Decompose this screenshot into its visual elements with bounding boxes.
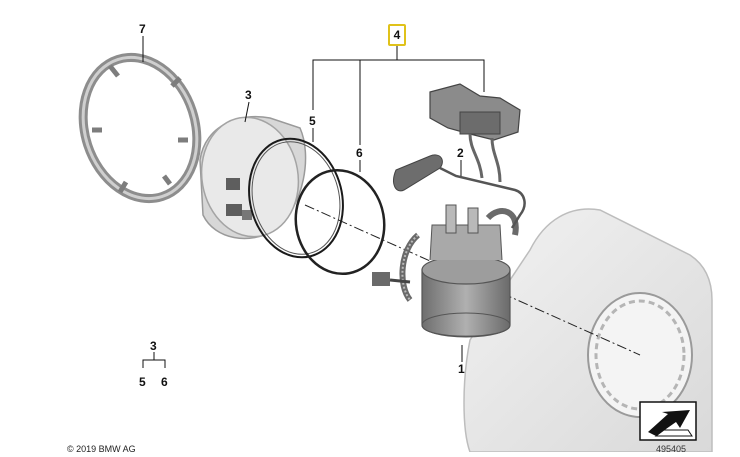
- diagram-id: 495405: [656, 444, 687, 454]
- label-part-6: 6: [356, 146, 363, 160]
- legend-child-label-a: 5: [139, 375, 146, 389]
- fuel-pump-part-1: [372, 204, 519, 338]
- label-part-1: 1: [458, 362, 465, 376]
- legend-child-label-b: 6: [161, 375, 168, 389]
- label-part-5: 5: [309, 114, 316, 128]
- lock-ring-part-7: [78, 52, 202, 204]
- label-part-7: 7: [139, 22, 146, 36]
- copyright-text: © 2019 BMW AG: [67, 444, 136, 454]
- highlighted-label-part-4[interactable]: 4: [388, 24, 406, 46]
- label-part-2: 2: [457, 146, 464, 160]
- o-ring-part-6: [294, 168, 386, 276]
- level-sensor-part-2: [393, 154, 526, 229]
- seal-ring-part-5: [248, 137, 344, 259]
- label-part-3: 3: [245, 88, 252, 102]
- fuel-tank: [463, 208, 713, 453]
- connector-bracket-part-4: [429, 83, 521, 183]
- leader-lines: [142, 36, 485, 368]
- orientation-arrow-icon: [639, 401, 697, 441]
- label-part-4: 4: [393, 28, 401, 42]
- legend-parent-label: 3: [150, 339, 157, 353]
